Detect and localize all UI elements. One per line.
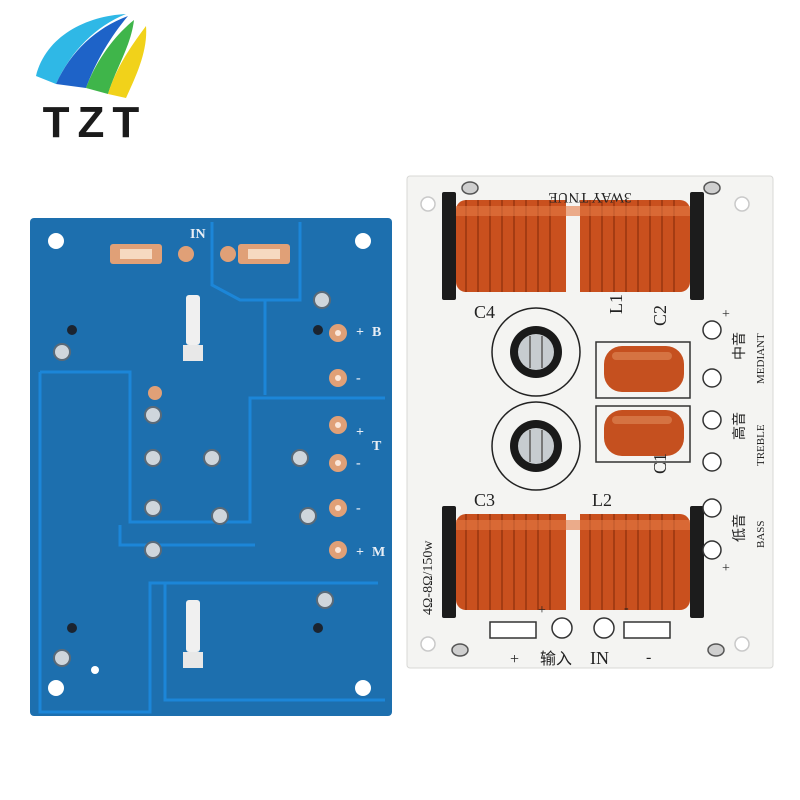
brand-name: TZT — [42, 98, 148, 147]
label-plus: + — [722, 307, 730, 322]
solder-joint — [313, 291, 331, 309]
solder-joint — [299, 507, 317, 525]
label-input-cn: 输入 — [540, 650, 572, 668]
terminal-mid-plus — [702, 320, 722, 340]
input-pad-minus — [623, 621, 671, 639]
back-label-plus: + — [356, 545, 364, 560]
capacitor-c3 — [491, 401, 581, 491]
mount-hole — [420, 196, 436, 212]
back-label-input: IN — [190, 227, 206, 242]
brand-logo: TZT — [16, 6, 166, 147]
label-minus: - — [646, 649, 651, 666]
back-label-mid: M — [372, 545, 385, 560]
coil-clip — [186, 600, 200, 652]
back-label-minus: - — [356, 371, 361, 386]
mount-hole — [734, 196, 750, 212]
input-terminal-plus — [551, 617, 573, 639]
solder-joint — [316, 591, 334, 609]
label-plus: + — [538, 603, 546, 618]
board-header: 3WAY TNUE — [548, 189, 631, 205]
mount-hole — [48, 233, 64, 249]
solder-joint — [211, 507, 229, 525]
solder-joint — [144, 449, 162, 467]
mount-hole — [48, 680, 64, 696]
label-mid-cn: 中音 — [731, 332, 748, 360]
brand-swoosh-icon — [36, 14, 147, 98]
solder-joint — [144, 541, 162, 559]
input-terminal-minus — [593, 617, 615, 639]
label-input-en: IN — [590, 648, 609, 668]
solder-pad — [178, 246, 194, 262]
screw-icon — [461, 181, 479, 195]
mount-hole — [734, 636, 750, 652]
capacitor-c2-outline — [595, 341, 691, 399]
label-treble-en: TREBLE — [755, 424, 767, 466]
mount-hole — [355, 680, 371, 696]
solder-pad — [220, 246, 236, 262]
coil-clip-base — [183, 652, 203, 668]
capacitor-c1-outline — [595, 405, 691, 463]
back-label-plus: + — [356, 325, 364, 340]
terminal-bass-plus — [702, 498, 722, 518]
terminal-mid-minus — [702, 368, 722, 388]
solder-joint — [203, 449, 221, 467]
label-mid-en: MEDIANT — [755, 333, 767, 384]
coil-clip — [186, 295, 200, 345]
screw-icon — [451, 643, 469, 657]
back-label-plus: + — [356, 425, 364, 440]
label-c4: C4 — [474, 302, 495, 322]
inductor-l1 — [442, 192, 704, 300]
label-minus: - — [624, 601, 629, 616]
pcb-traces — [38, 222, 385, 714]
solder-joint — [53, 649, 71, 667]
label-plus: + — [510, 651, 519, 668]
label-c2: C2 — [650, 305, 670, 326]
coil-clip-base — [183, 345, 203, 361]
capacitor-c4 — [491, 307, 581, 397]
back-label-bass: B — [372, 325, 381, 340]
screw-icon — [707, 643, 725, 657]
pcb-back-substrate — [30, 218, 392, 716]
mount-hole — [355, 233, 371, 249]
label-bass-cn: 低音 — [731, 514, 748, 542]
solder-joint — [144, 406, 162, 424]
inductor-l2 — [442, 506, 704, 618]
input-pad-slot — [120, 249, 152, 259]
label-c1: C1 — [650, 453, 670, 474]
label-treble-cn: 高音 — [731, 412, 748, 440]
back-label-minus: - — [356, 501, 361, 516]
screw-icon — [703, 181, 721, 195]
label-l2: L2 — [592, 490, 612, 510]
back-label-minus: - — [356, 456, 361, 471]
terminal-bass-minus — [702, 540, 722, 560]
label-bass-en: BASS — [755, 520, 767, 548]
label-spec: 4Ω-8Ω/150w — [421, 540, 436, 615]
mount-hole — [420, 636, 436, 652]
solder-pad — [148, 386, 162, 400]
label-c3: C3 — [474, 490, 495, 510]
terminal-treble-minus — [702, 452, 722, 472]
solder-joint — [144, 499, 162, 517]
back-label-treble: T — [372, 439, 382, 454]
input-pad-slot — [248, 249, 280, 259]
mount-hole — [91, 666, 99, 674]
label-plus: + — [722, 561, 730, 576]
solder-joint — [53, 343, 71, 361]
input-pad-plus — [489, 621, 537, 639]
solder-joint — [291, 449, 309, 467]
label-l1: L1 — [606, 294, 626, 314]
terminal-treble-plus — [702, 410, 722, 430]
